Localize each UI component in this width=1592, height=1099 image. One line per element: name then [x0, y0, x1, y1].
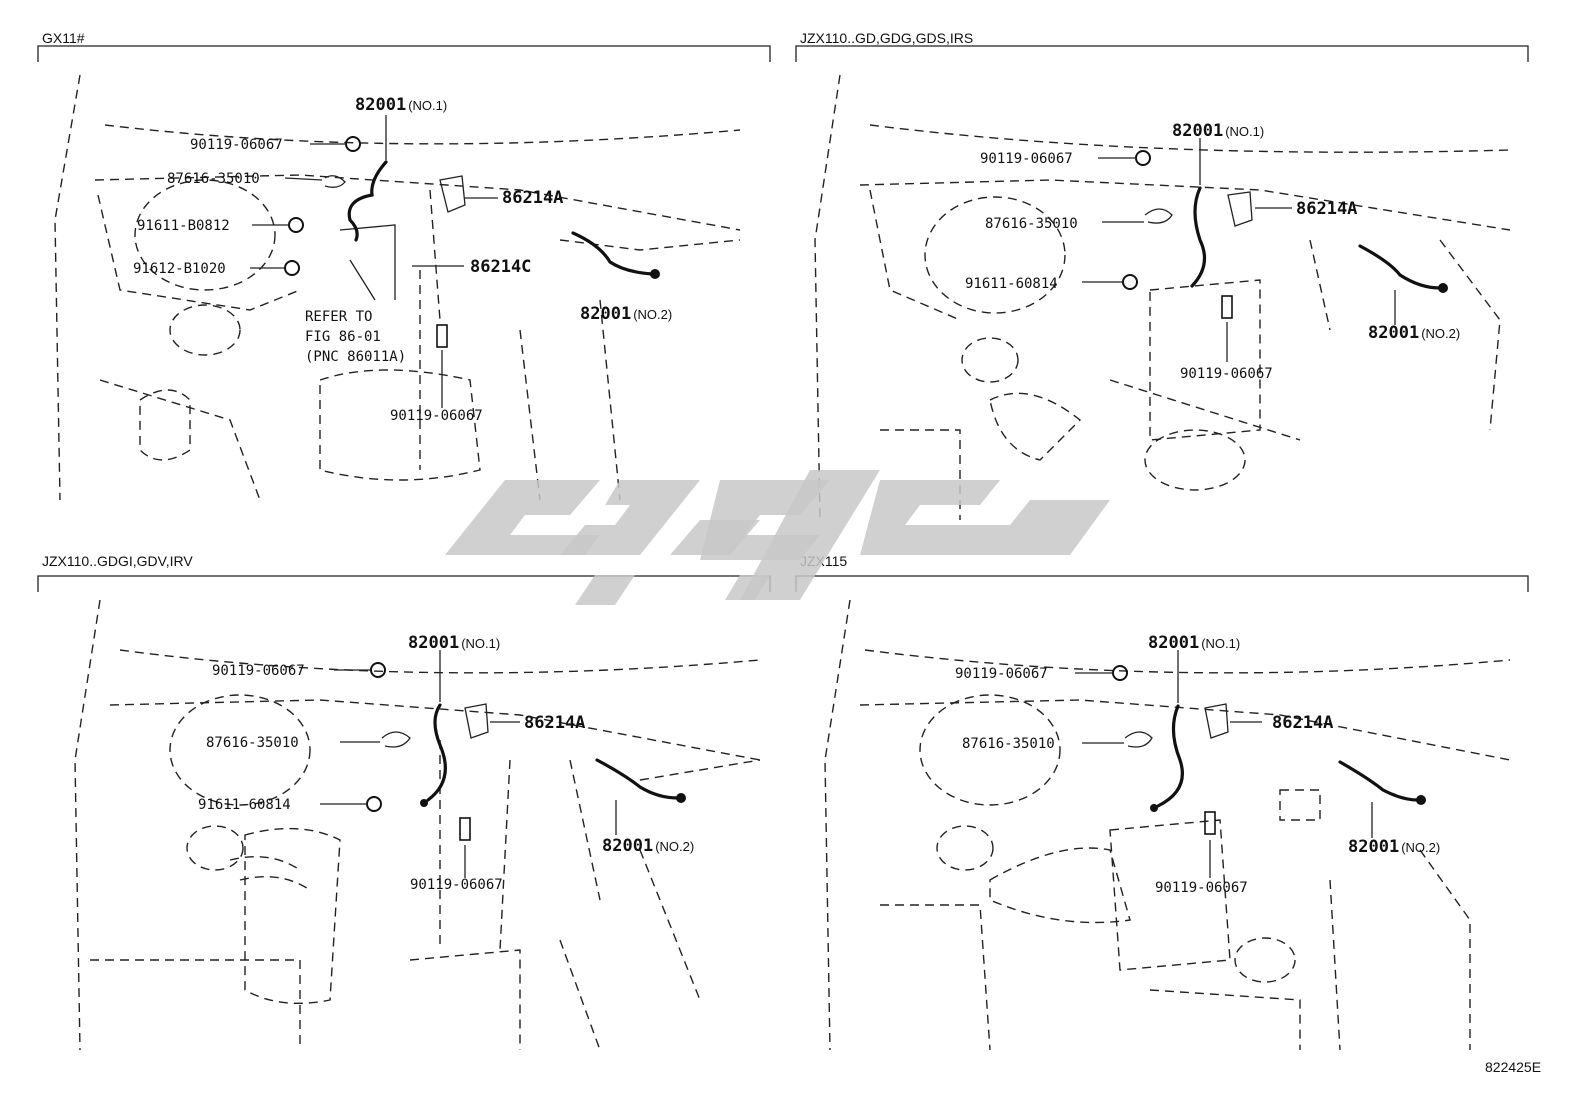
p4-sensor-no2-label: 82001(NO.2) — [1348, 837, 1440, 857]
panel-1-labels: 82001(NO.1) 90119-06067 87616-35010 9161… — [133, 95, 672, 424]
panel-frame-3: JZX110..GDGI,GDV,IRV — [37, 553, 771, 592]
panel-frame-1: GX11# — [37, 30, 771, 62]
p1-refer-line-2: FIG 86-01 — [305, 329, 381, 345]
watermark-logo — [445, 470, 1110, 605]
panel-1-drawing — [54, 74, 741, 501]
p4-sensor-no1-label: 82001(NO.1) — [1148, 633, 1240, 653]
p3-sensor-no2-label: 82001(NO.2) — [602, 836, 694, 856]
p3-bolt-top-label: 90119-06067 — [212, 663, 305, 679]
p3-bracket-a-label: 86214A — [524, 713, 585, 733]
p1-bracket-c-label: 86214C — [470, 257, 531, 277]
p1-refer-line-3: (PNC 86011A) — [305, 349, 406, 365]
p2-sensor-no1-label: 82001(NO.1) — [1172, 121, 1264, 141]
panel-4-labels: 82001(NO.1) 90119-06067 87616-35010 8621… — [955, 633, 1440, 896]
panel-title-3: JZX110..GDGI,GDV,IRV — [42, 553, 193, 569]
panel-title-2: JZX110..GD,GDG,GDS,IRS — [800, 30, 973, 46]
p2-bolt-a-label: 91611-60814 — [965, 276, 1058, 292]
panel-3-labels: 82001(NO.1) 90119-06067 87616-35010 9161… — [198, 633, 694, 893]
p3-clip-label: 87616-35010 — [206, 735, 299, 751]
panel-4-drawing — [824, 599, 1511, 1051]
p2-sensor-no2-label: 82001(NO.2) — [1368, 323, 1460, 343]
p2-bracket-a-label: 86214A — [1296, 199, 1357, 219]
p3-bolt-a-label: 91611-60814 — [198, 797, 291, 813]
panel-2-drawing — [814, 74, 1511, 521]
p1-refer-line-1: REFER TO — [305, 309, 372, 325]
panel-title-1: GX11# — [42, 30, 85, 46]
p1-bolt-b-label: 91612-B1020 — [133, 261, 226, 277]
p1-clip-label: 87616-35010 — [167, 171, 260, 187]
p1-bolt-a-label: 91611-B0812 — [137, 218, 230, 234]
p4-bracket-a-label: 86214A — [1272, 713, 1333, 733]
panel-3-drawing — [74, 599, 761, 1051]
p1-sensor-no2-label: 82001(NO.2) — [580, 304, 672, 324]
p4-bolt-bottom-label: 90119-06067 — [1155, 880, 1248, 896]
p2-bolt-top-label: 90119-06067 — [980, 151, 1073, 167]
p3-bolt-bottom-label: 90119-06067 — [410, 877, 503, 893]
diagram-id: 822425E — [1485, 1059, 1541, 1075]
p2-clip-label: 87616-35010 — [985, 216, 1078, 232]
p4-bolt-top-label: 90119-06067 — [955, 666, 1048, 682]
p2-bolt-bottom-label: 90119-06067 — [1180, 366, 1273, 382]
p3-sensor-no1-label: 82001(NO.1) — [408, 633, 500, 653]
p4-clip-label: 87616-35010 — [962, 736, 1055, 752]
p1-bolt-top-label: 90119-06067 — [190, 137, 283, 153]
p1-bracket-a-label: 86214A — [502, 188, 563, 208]
panel-2-labels: 82001(NO.1) 90119-06067 87616-35010 9161… — [965, 121, 1460, 382]
p1-bolt-bottom-label: 90119-06067 — [390, 408, 483, 424]
panel-frame-2: JZX110..GD,GDG,GDS,IRS — [795, 30, 1529, 62]
panel-frame-4: JZX115 — [795, 553, 1529, 592]
p1-sensor-no1-label: 82001(NO.1) — [355, 95, 447, 115]
